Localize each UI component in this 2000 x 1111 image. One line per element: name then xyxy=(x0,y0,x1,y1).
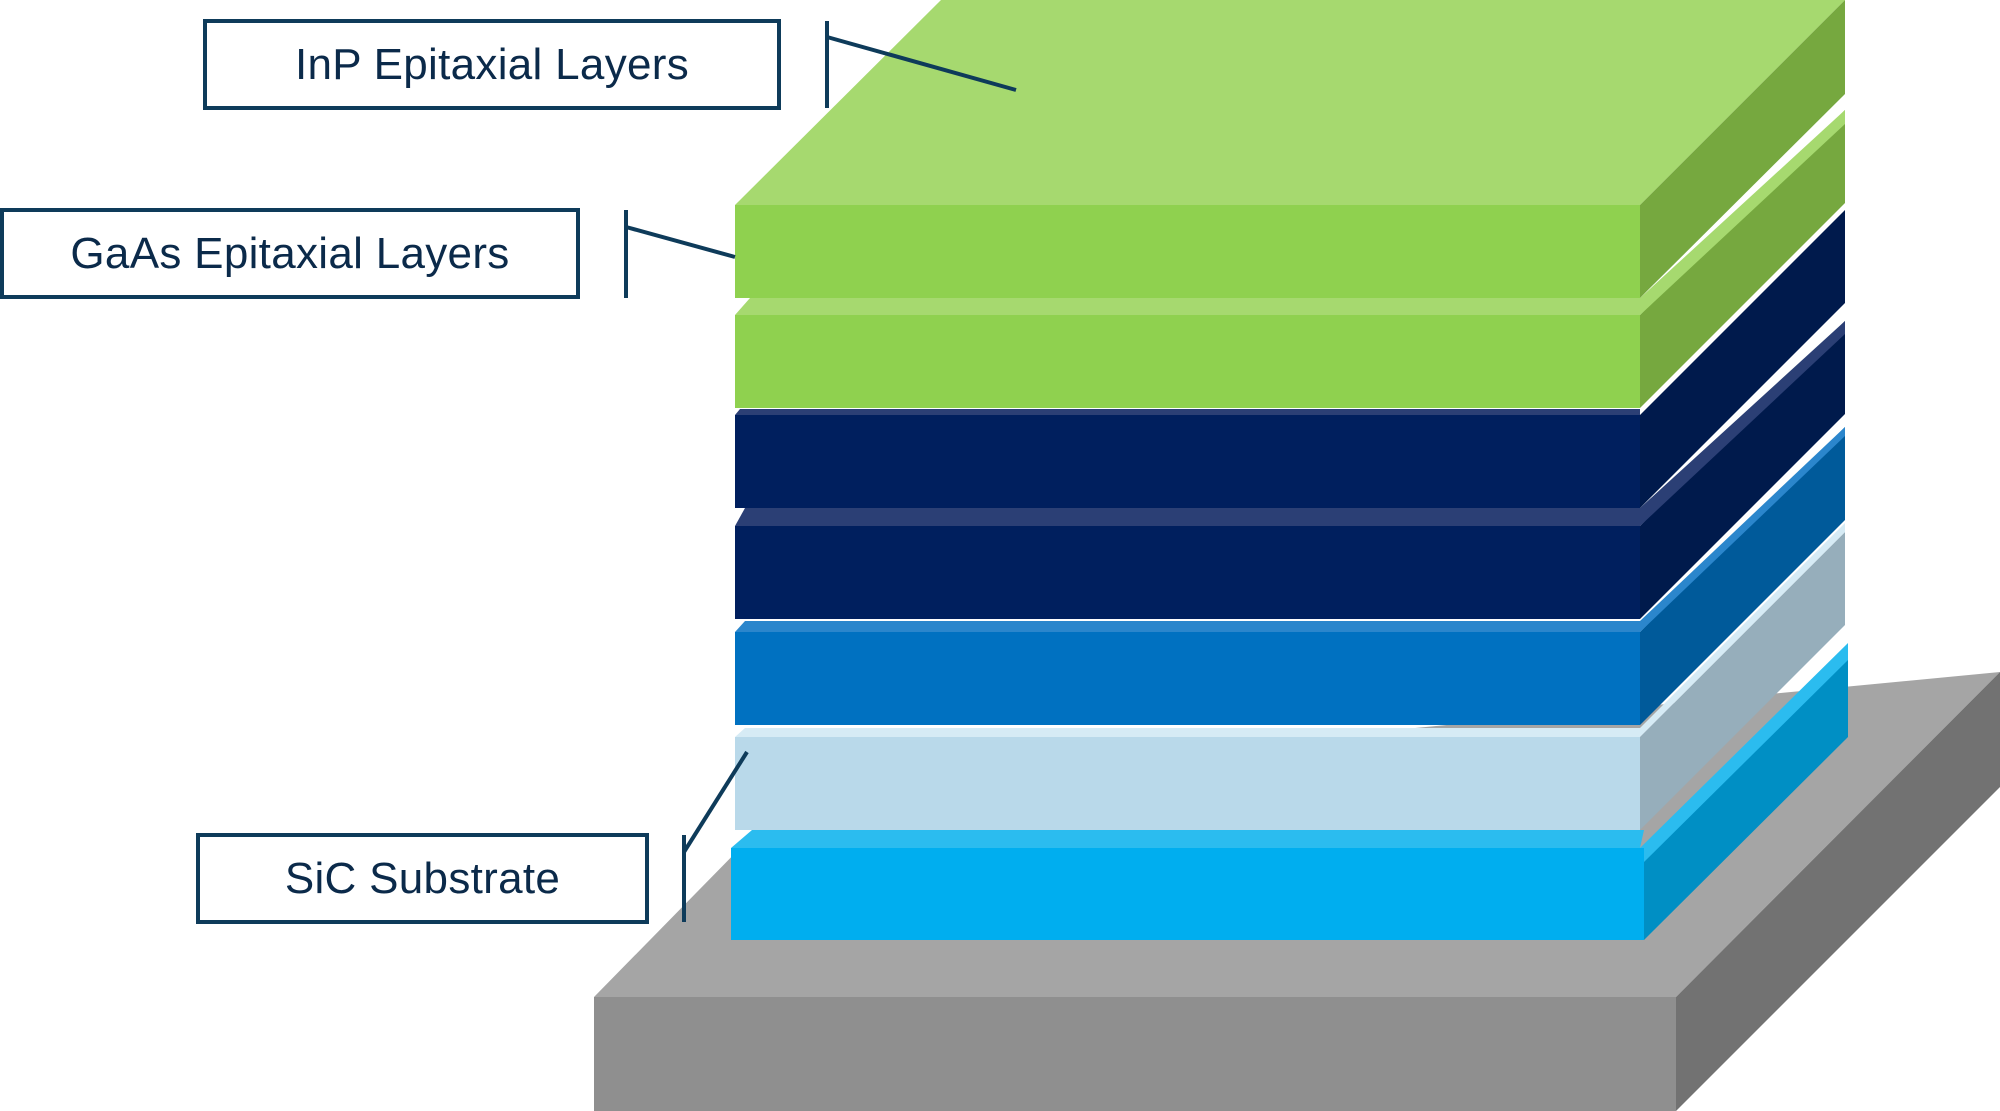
layer-green-top-front xyxy=(735,205,1640,298)
gaas-epitaxial-layers-label: GaAs Epitaxial Layers xyxy=(0,208,580,299)
layer-pale-blue xyxy=(735,523,1845,830)
leader-line-inp-diagonal xyxy=(826,35,1017,92)
layer-sic-side-top xyxy=(1640,643,1848,862)
layer-mid-blue-front xyxy=(735,632,1640,725)
layer-green-lower-top xyxy=(735,298,1640,315)
layer-navy-upper xyxy=(735,210,1845,508)
layer-navy-upper-side xyxy=(1640,210,1845,508)
layer-mid-blue-side xyxy=(1640,427,1845,725)
layer-green-top-side xyxy=(1640,0,1845,298)
layer-green-lower-front xyxy=(735,315,1640,408)
layer-navy-lower-top xyxy=(735,508,1640,526)
layer-navy-upper-front xyxy=(735,415,1640,508)
layer-navy-lower-side xyxy=(1640,321,1845,619)
layer-mid-blue-top xyxy=(735,621,1640,632)
sic-substrate-label: SiC Substrate xyxy=(196,833,649,924)
layer-navy-lower-front xyxy=(735,526,1640,619)
layer-pale-blue-side-top xyxy=(1640,523,1845,737)
layer-green-lower-side xyxy=(1640,110,1845,408)
substrate-base-side xyxy=(1676,672,2000,1111)
layer-green-lower xyxy=(735,110,1845,408)
layer-sic-front xyxy=(731,848,1644,940)
inp-epitaxial-layers-label: InP Epitaxial Layers xyxy=(203,19,781,110)
layer-navy-upper-top xyxy=(735,409,1640,415)
layer-pale-blue-front xyxy=(735,737,1640,830)
leader-line-sic-diagonal xyxy=(682,750,749,854)
layer-navy-lower xyxy=(735,321,1845,619)
leader-lines xyxy=(624,21,1017,922)
layer-green-top xyxy=(735,0,1845,298)
layer-mid-blue xyxy=(735,427,1845,725)
layer-sic xyxy=(731,643,1848,940)
layer-green-top-surface xyxy=(735,0,1845,205)
layer-sic-top xyxy=(731,830,1644,848)
leader-line-gaas-diagonal xyxy=(625,225,736,259)
layer-green-lower-side-top xyxy=(1640,110,1845,315)
layer-navy-lower-side-top xyxy=(1640,321,1845,526)
layer-pale-blue-side xyxy=(1640,532,1845,830)
layer-mid-blue-side-top xyxy=(1640,427,1845,632)
layer-sic-side xyxy=(1644,645,1848,940)
substrate-base-front xyxy=(594,997,1676,1111)
layer-pale-blue-top xyxy=(735,728,1640,737)
